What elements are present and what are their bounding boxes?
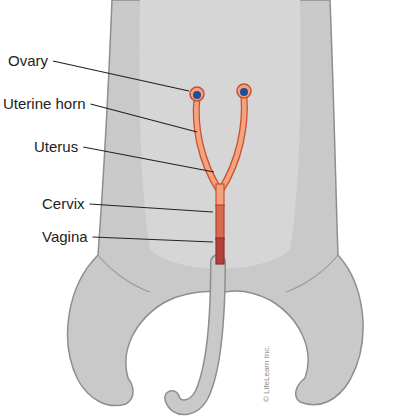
- part-label: Uterus: [34, 138, 78, 156]
- uterus-body: [216, 184, 224, 206]
- leader-line: [93, 237, 213, 242]
- leader-line: [83, 147, 214, 172]
- hip-line: [98, 255, 150, 292]
- ovary: [237, 84, 251, 98]
- uterine-horn: [221, 96, 244, 190]
- ovary-dot: [193, 91, 201, 99]
- ovary-dot: [240, 88, 248, 96]
- uterine-horn: [221, 96, 244, 190]
- cat-tail: [172, 262, 218, 407]
- cat-belly-shade: [139, 0, 300, 269]
- leader-line: [53, 61, 189, 91]
- reproductive-tract: [190, 84, 251, 264]
- leader-line: [90, 204, 213, 212]
- cat-tail-outline: [172, 262, 218, 407]
- hip-line: [286, 255, 338, 292]
- leader-line: [91, 104, 197, 132]
- cervix: [216, 205, 224, 239]
- uterine-horn: [196, 98, 219, 190]
- part-label: Vagina: [42, 228, 88, 246]
- uterine-horn: [196, 98, 219, 190]
- ovary: [190, 87, 204, 101]
- watermark: © LifeLearn Inc.: [262, 345, 272, 402]
- part-label: Ovary: [8, 52, 48, 70]
- part-label: Cervix: [42, 195, 85, 213]
- part-label: Uterine horn: [3, 95, 86, 113]
- vagina: [216, 238, 224, 264]
